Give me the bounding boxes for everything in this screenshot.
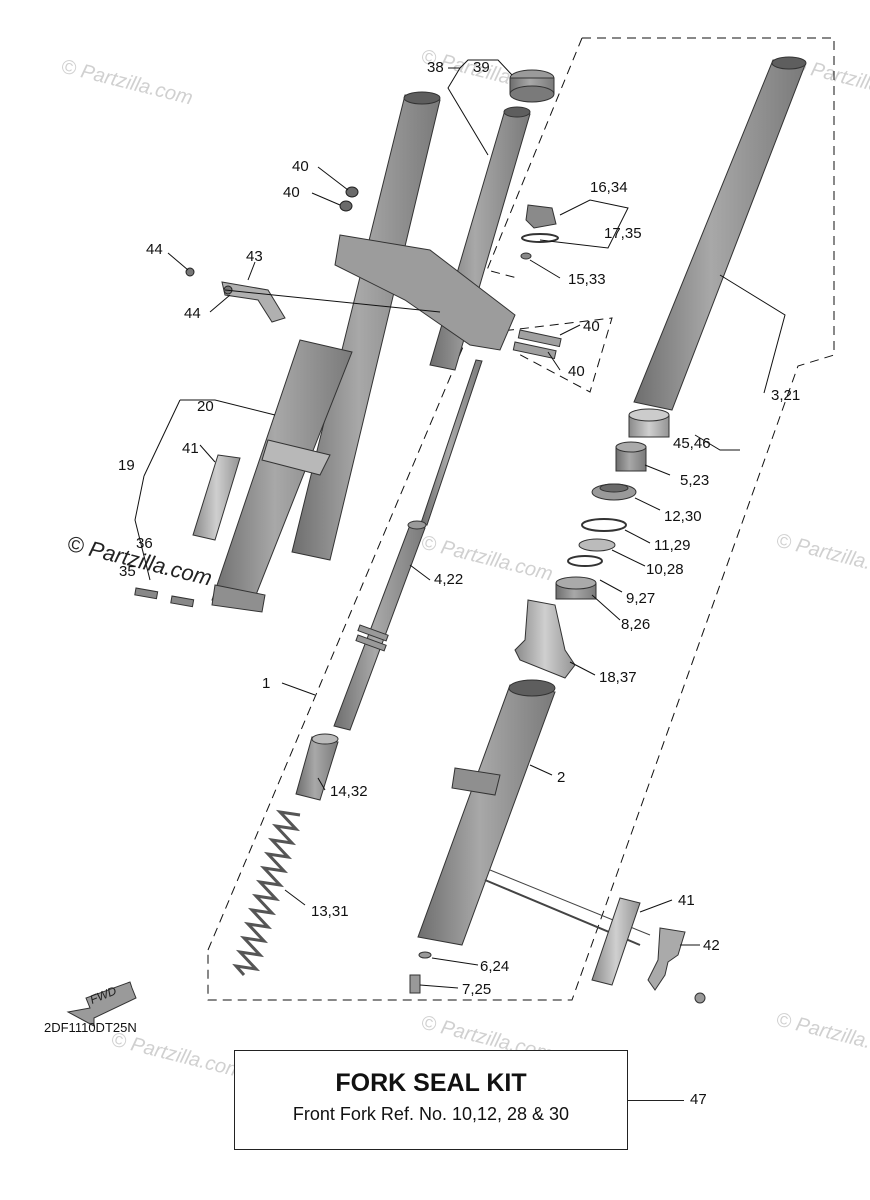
label-6-24: 6,24 [480,958,509,975]
kit-subtitle: Front Fork Ref. No. 10,12, 28 & 30 [292,1104,570,1124]
label-42: 42 [703,937,720,954]
label-2: 2 [557,769,565,786]
label-9-27: 9,27 [626,590,655,607]
outer-tube [633,56,807,411]
label-38: 38 [427,59,444,76]
label-16-34: 16,34 [590,179,628,196]
label-7-25: 7,25 [462,981,491,998]
label-3-21: 3,21 [771,387,800,404]
label-41: 41 [678,892,695,909]
label-44: 44 [184,305,201,322]
label-13-31: 13,31 [311,903,349,920]
cap-and-nuts [509,69,559,260]
label-40: 40 [583,318,600,335]
label-40: 40 [292,158,309,175]
svg-text:© Partzilla.com: © Partzilla.com [774,530,870,584]
fork-spring [232,809,301,976]
label-14-32: 14,32 [330,783,368,800]
fork-seal-kit-box: FORK SEAL KIT Front Fork Ref. No. 10,12,… [234,1050,628,1150]
label-41: 41 [182,440,199,457]
label-11-29: 11,29 [654,537,690,554]
kit-title: FORK SEAL KIT [335,1069,527,1097]
label-8-26: 8,26 [621,616,650,633]
part-labels: 38 39 40 40 44 43 44 40 40 20 19 41 36 3… [44,59,800,1035]
damper-rod [295,359,483,801]
label-40: 40 [568,363,585,380]
label-5-23: 5,23 [680,472,709,489]
label-43: 43 [246,248,263,265]
label-15-33: 15,33 [568,271,606,288]
seal-stack [514,408,670,679]
kit-ref-number: 47 [690,1091,707,1108]
label-10-28: 10,28 [646,561,684,578]
label-20: 20 [197,398,214,415]
kit-leader-line [628,1100,684,1101]
dashed-group-lines [207,37,835,1001]
label-39: 39 [473,59,490,76]
label-19: 19 [118,457,135,474]
label-40: 40 [283,184,300,201]
left-fork-assembly [134,91,562,613]
label-1: 1 [262,675,270,692]
label-36: 36 [136,535,153,552]
label-45-46: 45,46 [673,435,711,452]
svg-text:© Partzilla.com: © Partzilla.com [774,1009,870,1063]
label-18-37: 18,37 [599,669,637,686]
label-12-30: 12,30 [664,508,702,525]
diagram-code: 2DF1110DT25N [44,1020,137,1035]
svg-text:© Partzilla.com: © Partzilla.com [59,56,195,110]
label-17-35: 17,35 [604,225,642,242]
svg-text:© Partzilla.com: © Partzilla.com [109,1029,245,1083]
leader-lines [134,59,786,989]
label-4-22: 4,22 [434,571,463,588]
lower-slider [409,679,706,1004]
label-44: 44 [146,241,163,258]
label-35: 35 [119,563,136,580]
